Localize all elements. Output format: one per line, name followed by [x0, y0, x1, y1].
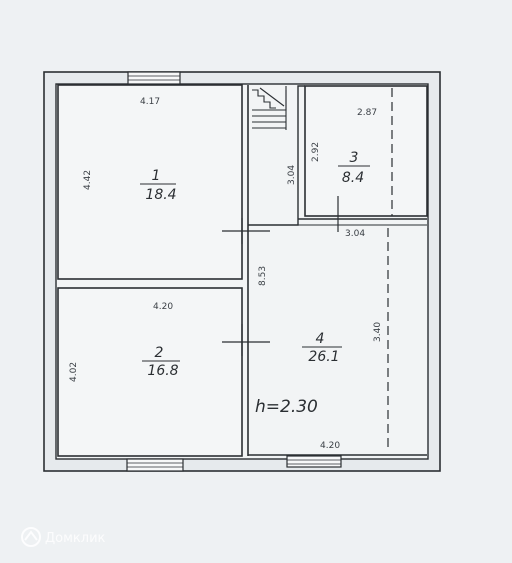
room-2-number: 2	[155, 345, 164, 361]
room-2-area: 16.8	[147, 363, 178, 379]
room-4-area: 26.1	[308, 349, 339, 365]
watermark: Домклик	[21, 527, 106, 547]
room-4-number: 4	[316, 331, 325, 347]
corridor-upper-label: 3.04	[287, 165, 297, 185]
room-3-bottom-label: 3.04	[345, 229, 365, 239]
door-marker-room-2	[222, 324, 270, 356]
corridor-total-label: 8.53	[258, 266, 268, 286]
room-3-outline	[304, 85, 428, 217]
room-3-number: 3	[350, 150, 359, 166]
window-top	[127, 71, 181, 85]
room-1-width-label: 4.17	[140, 97, 160, 107]
watermark-text: Домклик	[45, 531, 106, 546]
room-4-width-label: 4.20	[320, 441, 340, 451]
domclick-logo-icon	[21, 527, 41, 547]
room-3-area: 8.4	[342, 170, 364, 186]
room-3-width-label: 2.87	[357, 108, 377, 118]
room-4-outline	[248, 85, 305, 226]
window-bottom-right	[286, 455, 342, 468]
room-1-length-label: 4.42	[83, 170, 93, 190]
door-marker-room-1	[222, 218, 270, 244]
room-2-length-label: 4.02	[69, 362, 79, 382]
room-1-number: 1	[152, 168, 161, 184]
room-4-length-label: 3.40	[373, 322, 383, 342]
window-bottom-left	[126, 458, 184, 472]
room-2-outline	[57, 287, 243, 457]
room-2-width-label: 4.20	[153, 302, 173, 312]
room-1-area: 18.4	[145, 187, 176, 203]
room-3-length-label: 2.92	[311, 142, 321, 162]
ceiling-height-label: h=2.30	[255, 397, 318, 417]
staircase	[252, 86, 287, 130]
room-1-outline	[57, 84, 243, 280]
